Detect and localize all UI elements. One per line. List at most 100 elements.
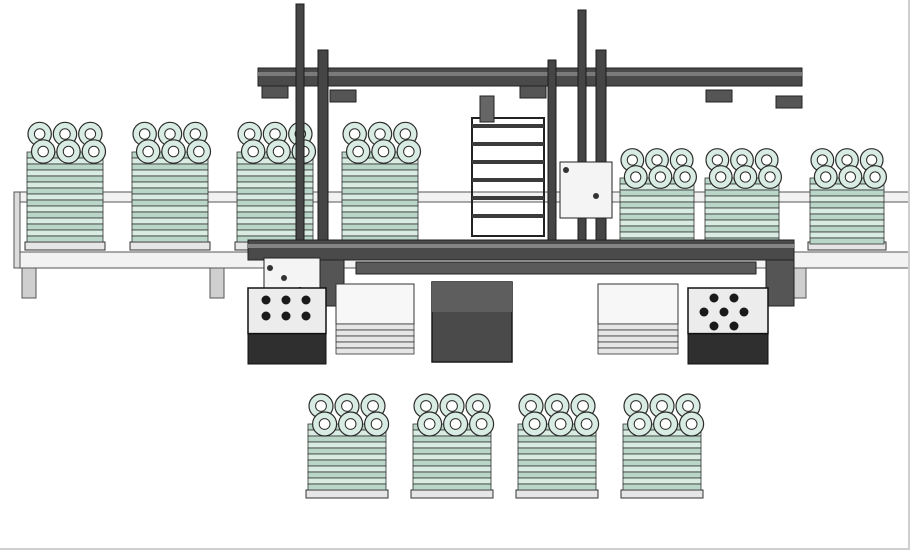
pallet-layer bbox=[335, 323, 415, 331]
gantry-cross-rail bbox=[355, 261, 757, 275]
conveyor-end-cap bbox=[13, 191, 21, 269]
coil-core bbox=[37, 145, 49, 158]
coil-core bbox=[685, 418, 698, 430]
coil-core bbox=[654, 171, 667, 183]
coil-layer bbox=[26, 169, 104, 177]
cage-actuator bbox=[479, 95, 495, 123]
coil-layer bbox=[412, 459, 492, 467]
coil-core bbox=[193, 145, 205, 158]
pad-hole bbox=[261, 311, 271, 321]
coil-layer bbox=[26, 193, 104, 201]
coil-layer bbox=[412, 441, 492, 449]
coil-layer bbox=[341, 199, 419, 207]
pallet-layer bbox=[597, 335, 679, 343]
coil-core bbox=[243, 128, 256, 140]
coil-layer bbox=[26, 217, 104, 225]
conveyor-leg bbox=[209, 267, 225, 299]
coil-layer bbox=[619, 189, 695, 197]
coil-layer bbox=[131, 211, 209, 219]
coil-core bbox=[736, 154, 748, 166]
bolt bbox=[593, 193, 599, 199]
coil-layer bbox=[307, 459, 387, 467]
coil-core bbox=[352, 145, 364, 158]
coil-layer bbox=[622, 435, 702, 443]
cage-rung bbox=[472, 196, 544, 200]
empty-pallet-stack bbox=[335, 283, 415, 355]
coil-layer bbox=[131, 163, 209, 171]
coil-core bbox=[449, 418, 462, 430]
coil-layer bbox=[26, 229, 104, 237]
coil-layer bbox=[809, 207, 885, 215]
layer-pad bbox=[247, 287, 327, 365]
pallet-layer bbox=[597, 347, 679, 355]
coil-layer bbox=[622, 453, 702, 461]
coil-layer bbox=[412, 483, 492, 491]
coil-core bbox=[399, 128, 412, 140]
coil-layer bbox=[809, 195, 885, 203]
gripper-cage bbox=[471, 95, 545, 237]
coil-stack bbox=[807, 148, 888, 251]
coil-layer bbox=[704, 201, 780, 209]
coil-core bbox=[651, 154, 663, 166]
coil-core bbox=[528, 418, 541, 430]
coil-layer bbox=[341, 175, 419, 183]
coil-core bbox=[138, 128, 151, 140]
coil-core bbox=[764, 171, 776, 183]
coil-layer bbox=[131, 193, 209, 201]
beam-bracket bbox=[519, 85, 547, 99]
coil-layer bbox=[412, 453, 492, 461]
pad-hole bbox=[729, 293, 739, 303]
coil-layer bbox=[517, 447, 597, 455]
coil-core bbox=[844, 171, 857, 183]
coil-core bbox=[370, 418, 383, 430]
coil-stack bbox=[515, 393, 600, 499]
pad-hole bbox=[261, 295, 271, 305]
coil-core bbox=[164, 128, 176, 140]
coil-stack bbox=[410, 393, 495, 499]
coil-stack bbox=[339, 121, 422, 251]
bolt bbox=[267, 265, 273, 271]
coil-core bbox=[841, 154, 853, 166]
coil-core bbox=[656, 400, 668, 412]
coil-core bbox=[869, 171, 881, 183]
coil-layer bbox=[131, 235, 209, 243]
coil-layer bbox=[809, 213, 885, 221]
coil-core bbox=[820, 171, 832, 183]
coil-core bbox=[682, 400, 694, 412]
coil-stack bbox=[702, 148, 783, 251]
coil-core bbox=[525, 400, 537, 412]
coil-core bbox=[403, 145, 415, 158]
work-area bbox=[247, 281, 769, 365]
coil-layer bbox=[704, 207, 780, 215]
coil-layer bbox=[704, 225, 780, 233]
coil-layer bbox=[131, 169, 209, 177]
beam-bracket bbox=[775, 95, 803, 109]
coil-core bbox=[367, 400, 379, 412]
coil-core bbox=[84, 128, 97, 140]
pallet-layer bbox=[335, 347, 415, 355]
coil-core bbox=[88, 145, 100, 158]
cage-frame bbox=[471, 117, 545, 237]
coil-stack bbox=[24, 121, 107, 251]
pallet-layer bbox=[335, 341, 415, 349]
coil-layer bbox=[341, 163, 419, 171]
coil-core bbox=[626, 154, 638, 166]
coil-layer bbox=[131, 187, 209, 195]
coil-layer bbox=[412, 471, 492, 479]
pad-hole bbox=[709, 293, 719, 303]
pad-hole bbox=[281, 295, 291, 305]
infeed-stacks bbox=[24, 121, 888, 251]
coil-stack bbox=[305, 393, 390, 499]
beam-bracket bbox=[261, 85, 289, 99]
cage-rung bbox=[472, 160, 544, 164]
pad-hole bbox=[301, 295, 311, 305]
coil-core bbox=[472, 400, 484, 412]
coil-layer bbox=[619, 219, 695, 227]
coil-layer bbox=[131, 205, 209, 213]
coil-layer bbox=[341, 205, 419, 213]
cage-rung bbox=[472, 142, 544, 146]
coil-layer bbox=[517, 471, 597, 479]
coil-core bbox=[446, 400, 458, 412]
coil-layer bbox=[26, 235, 104, 243]
